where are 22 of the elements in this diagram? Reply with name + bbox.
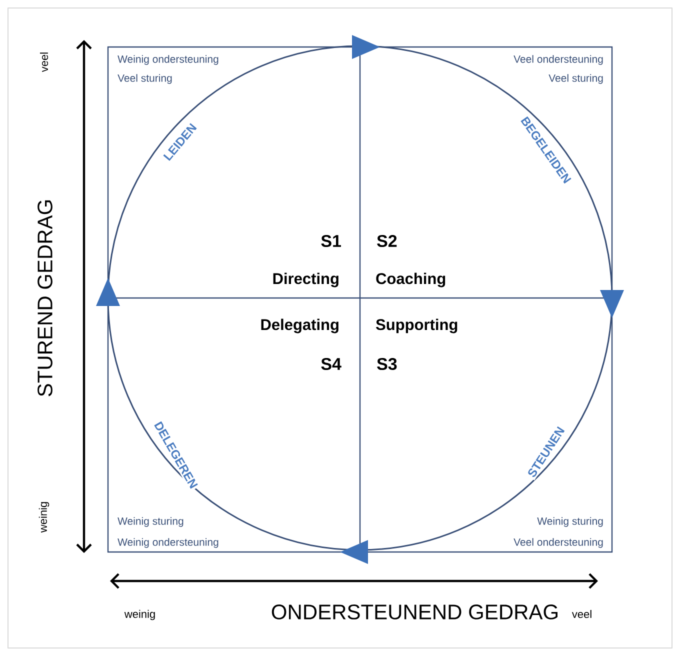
corner-note: Weinig ondersteuning xyxy=(118,538,218,548)
style-name: Delegating xyxy=(261,318,338,334)
corner-note: Weinig ondersteuning xyxy=(118,55,218,65)
corner-note: Veel sturing xyxy=(118,74,172,84)
corner-note: Weinig sturing xyxy=(537,517,603,527)
style-name: Supporting xyxy=(376,318,458,334)
corner-note: Veel sturing xyxy=(548,74,603,84)
axis-end-label: veel xyxy=(572,610,592,618)
style-code: S4 xyxy=(321,358,342,370)
axis-end-label: weinig xyxy=(124,610,155,620)
style-code: S1 xyxy=(321,234,341,247)
axis-end-label: weinig xyxy=(38,502,50,533)
corner-note: Weinig sturing xyxy=(118,517,184,527)
axis-title: STUREND GEDRAG xyxy=(38,200,52,396)
style-name: Directing xyxy=(273,272,338,288)
corner-note: Veel ondersteuning xyxy=(514,55,603,65)
corner-note: Veel ondersteuning xyxy=(514,538,603,548)
axis-title: ONDERSTEUNEND GEDRAG xyxy=(272,604,558,620)
style-code: S2 xyxy=(377,234,397,247)
style-code: S3 xyxy=(377,358,397,370)
axis-end-label: veel xyxy=(40,52,48,72)
style-name: Coaching xyxy=(376,272,446,288)
